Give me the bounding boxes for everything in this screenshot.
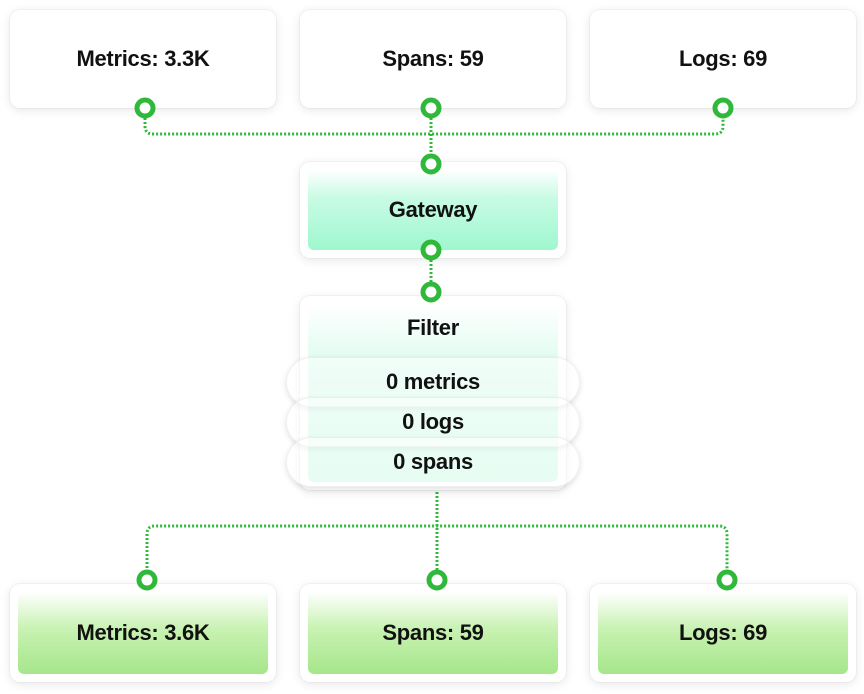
filter-stat-spans-label: 0 spans	[393, 449, 473, 474]
port-input-metrics[interactable]	[134, 97, 156, 119]
port-gateway-in[interactable]	[420, 153, 442, 175]
output-metrics-label: Metrics: 3.6K	[76, 620, 210, 645]
wire-out-branch	[145, 524, 729, 576]
port-output-logs[interactable]	[716, 569, 738, 591]
wire-metrics-in	[143, 110, 725, 136]
port-gateway-out[interactable]	[420, 239, 442, 261]
gateway-label: Gateway	[388, 197, 478, 222]
output-spans-label: Spans: 59	[382, 620, 484, 645]
filter-label: Filter	[407, 315, 459, 340]
port-output-metrics[interactable]	[136, 569, 158, 591]
port-filter-in[interactable]	[420, 281, 442, 303]
input-spans-label: Spans: 59	[382, 46, 484, 71]
filter-stat-spans: 0 spans	[286, 437, 580, 487]
input-logs-label: Logs: 69	[678, 46, 768, 71]
input-card-metrics[interactable]: Metrics: 3.3K	[10, 10, 276, 108]
output-card-logs[interactable]: Logs: 69	[590, 584, 856, 682]
input-card-logs[interactable]: Logs: 69	[590, 10, 856, 108]
input-card-spans[interactable]: Spans: 59	[300, 10, 566, 108]
port-output-spans[interactable]	[426, 569, 448, 591]
filter-stat-logs-label: 0 logs	[402, 409, 464, 434]
output-card-spans[interactable]: Spans: 59	[300, 584, 566, 682]
port-input-spans[interactable]	[420, 97, 442, 119]
filter-stat-metrics-label: 0 metrics	[386, 369, 480, 394]
output-logs-label: Logs: 69	[678, 620, 768, 645]
output-card-metrics[interactable]: Metrics: 3.6K	[10, 584, 276, 682]
port-input-logs[interactable]	[712, 97, 734, 119]
input-metrics-label: Metrics: 3.3K	[76, 46, 210, 71]
